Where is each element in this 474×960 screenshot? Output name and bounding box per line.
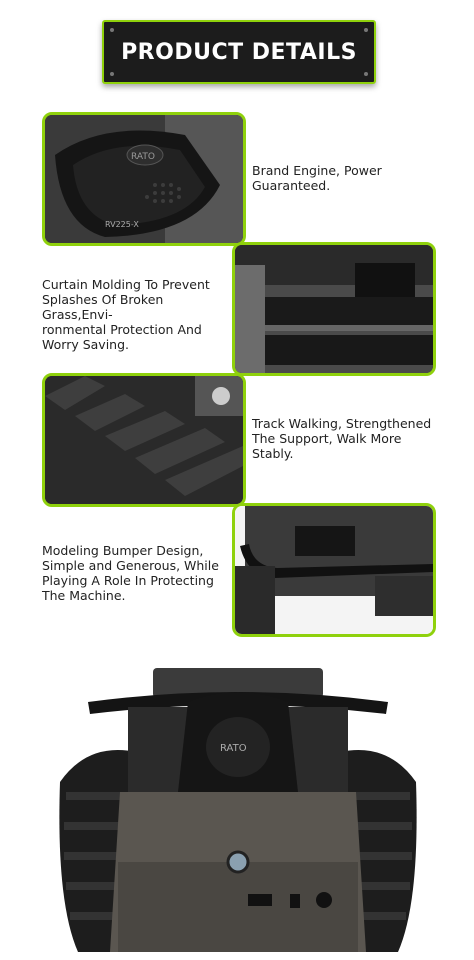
track-photo: [42, 373, 246, 507]
banner-rivet: [364, 28, 368, 32]
bumper-illustration: [235, 506, 433, 634]
banner-rivet: [110, 28, 114, 32]
bumper-photo: [232, 503, 436, 637]
engine-label: RV225-X: [105, 220, 139, 229]
hero-brand-logo: RATO: [220, 743, 247, 754]
feature-caption-bumper: Modeling Bumper Design, Simple and Gener…: [42, 543, 219, 603]
feature-caption-engine: Brand Engine, Power Guaranteed.: [252, 163, 382, 193]
engine-photo: RATO RV225-X: [42, 112, 246, 246]
mower-hero-image: RATO: [48, 662, 428, 952]
banner-rivet: [110, 72, 114, 76]
mower-illustration: RATO: [59, 668, 417, 952]
banner-title: PRODUCT DETAILS: [121, 39, 357, 65]
feature-caption-track: Track Walking, Strengthened The Support,…: [252, 416, 432, 461]
product-details-banner: PRODUCT DETAILS: [102, 20, 376, 84]
engine-illustration: RATO RV225-X: [45, 115, 243, 243]
banner-rivet: [364, 72, 368, 76]
curtain-molding-photo: [232, 242, 436, 376]
track-illustration: [45, 376, 243, 504]
curtain-illustration: [235, 245, 433, 373]
brand-logo: RATO: [131, 152, 155, 162]
feature-caption-curtain: Curtain Molding To Prevent Splashes Of B…: [42, 277, 210, 352]
